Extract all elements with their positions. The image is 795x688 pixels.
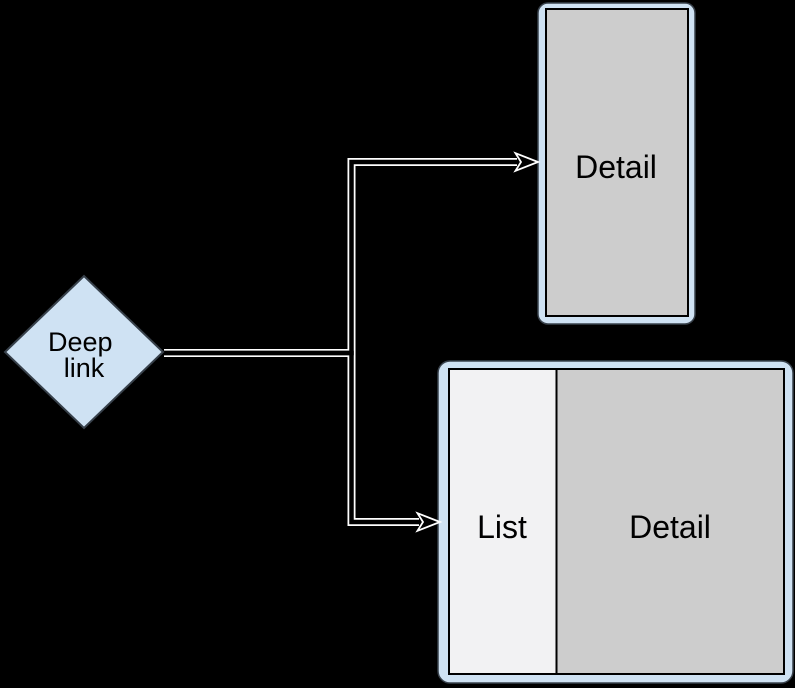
deep-link-diamond-shape xyxy=(3,274,165,430)
connector-deeplink-to-listdetail-casing xyxy=(164,349,419,526)
connector-deeplink-to-listdetail-core xyxy=(164,350,419,525)
arrowheads xyxy=(415,151,541,533)
tablet-node: List Detail xyxy=(437,360,794,684)
connector-deeplink-to-detail-core xyxy=(164,159,517,356)
tablet-list-label: List xyxy=(477,509,527,545)
tablet-list-pane xyxy=(448,368,558,675)
phone-detail-pane xyxy=(545,8,689,317)
arrowhead-to-listdetail xyxy=(415,511,443,533)
phone-detail-label: Detail xyxy=(575,149,657,185)
tablet-detail-label: Detail xyxy=(629,509,711,545)
deep-link-node: Deep link xyxy=(3,274,165,430)
phone-node: Detail xyxy=(537,2,696,325)
connectors xyxy=(164,158,517,526)
deep-link-label: Deep link xyxy=(48,327,120,383)
connector-deeplink-to-detail-casing xyxy=(164,158,517,357)
tablet-detail-pane xyxy=(555,368,785,675)
arrowhead-to-detail xyxy=(513,151,541,173)
